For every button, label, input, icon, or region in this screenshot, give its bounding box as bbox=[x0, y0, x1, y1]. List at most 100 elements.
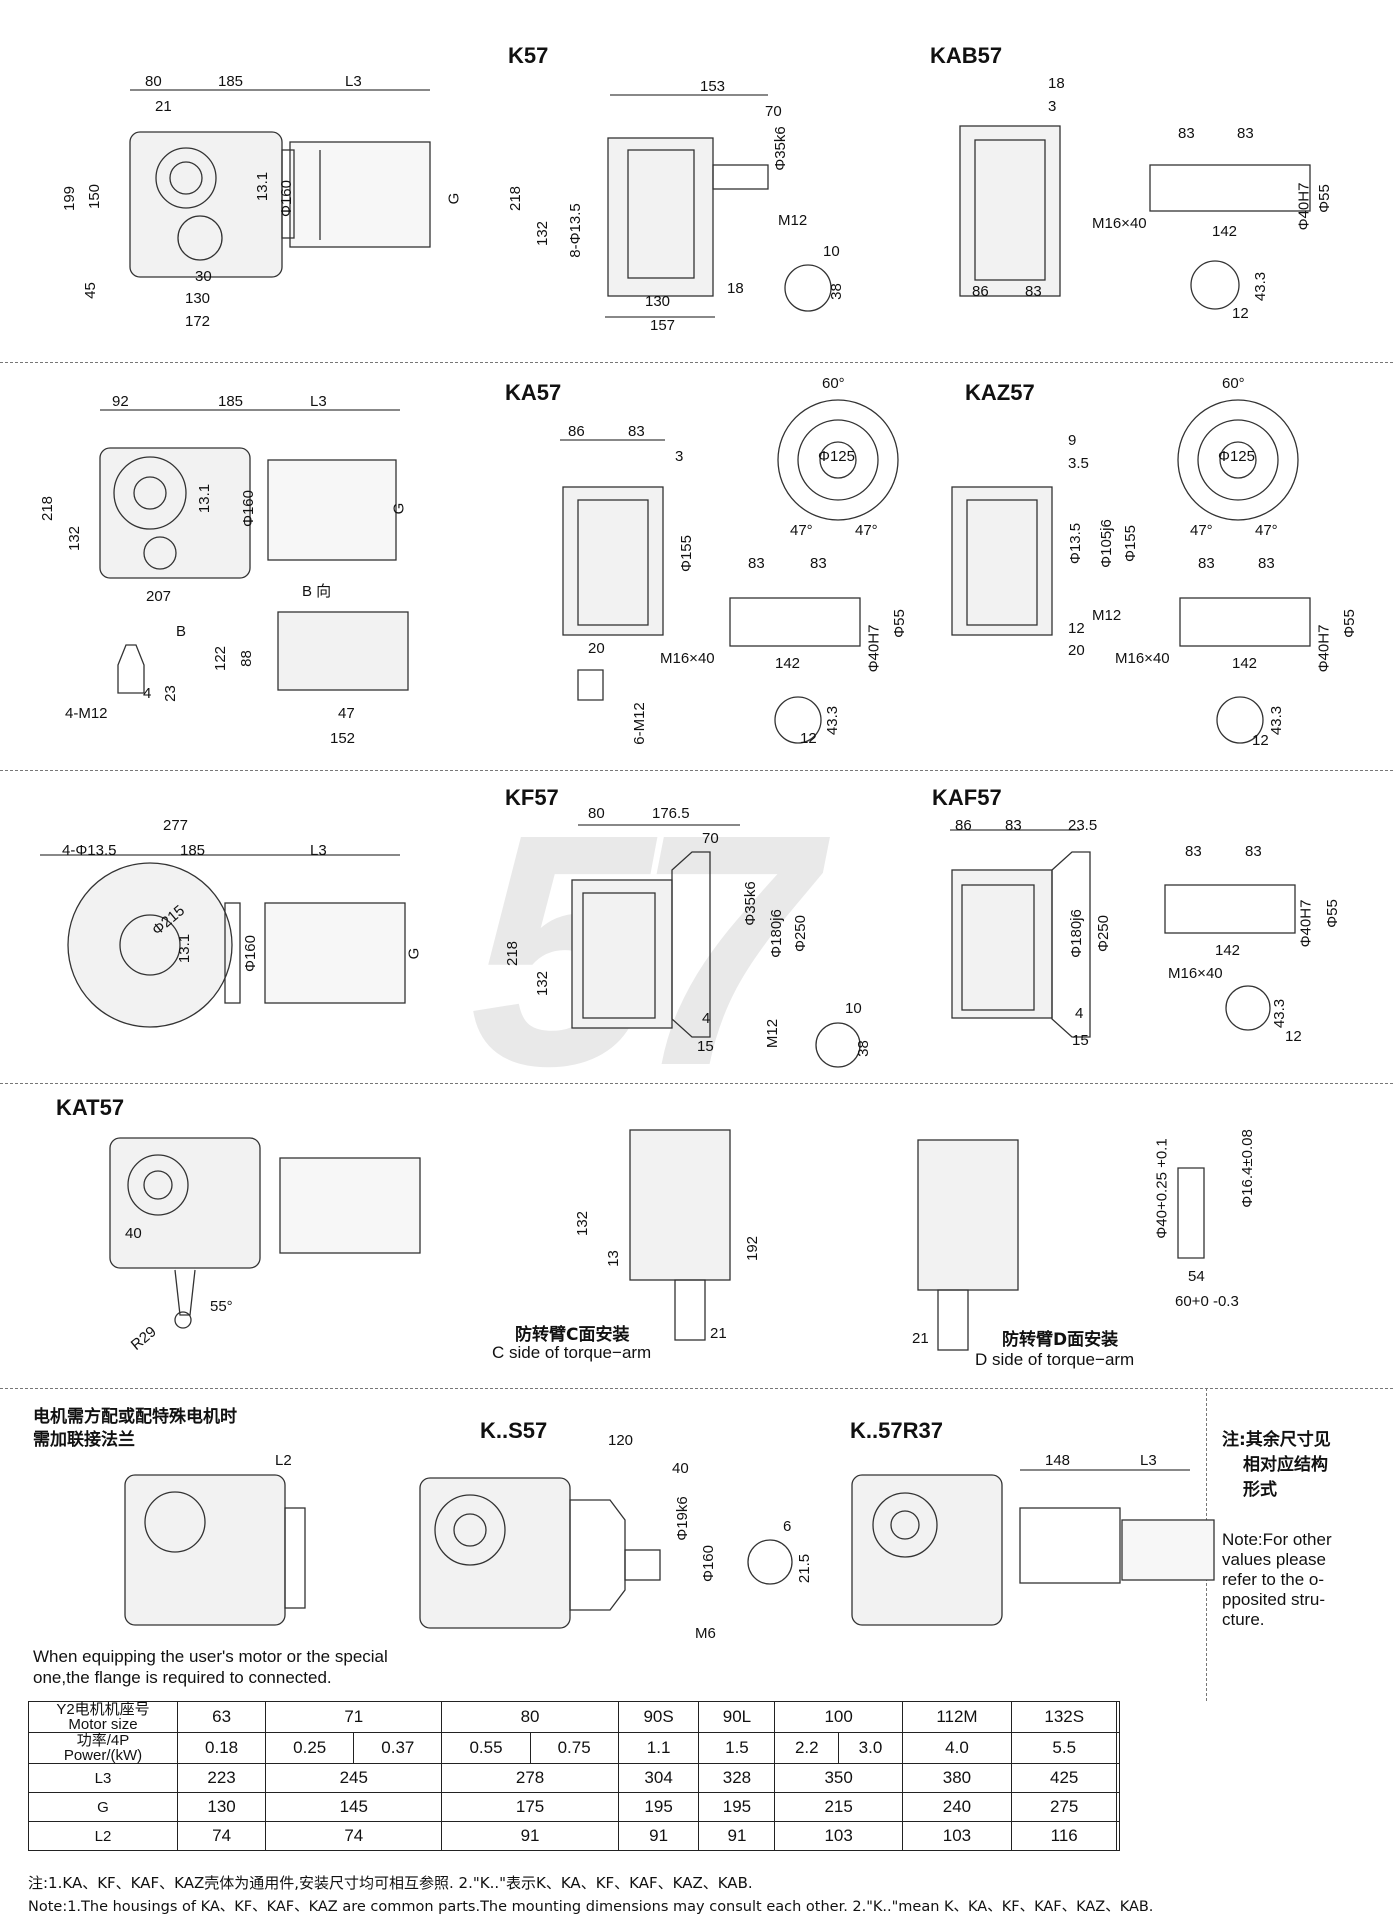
dim: Φ35k6 bbox=[741, 881, 759, 926]
dim: 83 bbox=[810, 555, 827, 572]
note-en-3: refer to the o- bbox=[1222, 1570, 1325, 1589]
dim: 54 bbox=[1188, 1268, 1205, 1285]
dim: Φ40H7 bbox=[1295, 182, 1313, 231]
dim: Φ155 bbox=[1122, 525, 1139, 562]
dim: 142 bbox=[775, 655, 801, 672]
section-separator bbox=[0, 1388, 1393, 1389]
dim: Φ13.5 bbox=[1067, 522, 1085, 565]
table-cell: 71 bbox=[265, 1701, 443, 1733]
kf57-drawing bbox=[67, 862, 406, 1028]
dim: 199 bbox=[61, 185, 79, 212]
ka57-side-drawing bbox=[562, 399, 899, 744]
dim: 18 bbox=[727, 280, 744, 297]
note-en-2: values please bbox=[1222, 1550, 1326, 1569]
dim: M16×40 bbox=[1168, 965, 1223, 982]
dim: 148 bbox=[1045, 1452, 1071, 1469]
table-cell bbox=[1116, 1821, 1120, 1851]
dim: Φ40+0.25 +0.1 bbox=[1153, 1138, 1171, 1239]
dim: 45 bbox=[81, 282, 99, 299]
dim: 38 bbox=[827, 283, 845, 300]
table-cell: 0.37 bbox=[353, 1732, 443, 1764]
section-separator bbox=[0, 770, 1393, 771]
dim: 185 bbox=[180, 842, 206, 859]
title-kaf57: KAF57 bbox=[932, 785, 1002, 810]
dim: 43.3 bbox=[1252, 271, 1270, 302]
dim: 83 bbox=[1185, 843, 1202, 860]
dim: Φ55 bbox=[1323, 899, 1341, 928]
dim: 12 bbox=[1068, 620, 1085, 637]
table-cell: 90S bbox=[617, 1701, 700, 1733]
table-row: L2 74 74 91 91 91 103 103 116 bbox=[28, 1821, 1120, 1851]
title-kaz57: KAZ57 bbox=[965, 380, 1035, 405]
motor-note-cn-1: 电机需方配或配特殊电机时 bbox=[33, 1407, 237, 1427]
dim: 30 bbox=[195, 268, 212, 285]
dim: 176.5 bbox=[652, 805, 690, 822]
table-cell: 0.55 bbox=[441, 1732, 531, 1764]
dim: Φ40H7 bbox=[1297, 899, 1315, 948]
dim: 4 bbox=[143, 685, 152, 702]
dim: Φ155 bbox=[678, 535, 695, 572]
dim: 23.5 bbox=[1068, 817, 1098, 834]
dim: Φ40H7 bbox=[865, 624, 883, 673]
kaf57-side-drawing bbox=[951, 851, 1296, 1038]
dim: 10 bbox=[845, 1000, 862, 1017]
table-cell: 130 bbox=[176, 1792, 267, 1822]
dim: Φ105j6 bbox=[1097, 519, 1115, 568]
dim: M6 bbox=[695, 1625, 716, 1642]
dim: L3 bbox=[345, 73, 362, 90]
table-cell: 425 bbox=[1011, 1763, 1118, 1793]
dim: 21.5 bbox=[796, 1553, 814, 1584]
row-header-l2: L2 bbox=[28, 1821, 178, 1851]
dim: 4 bbox=[1075, 1005, 1084, 1022]
dim: 86 bbox=[955, 817, 972, 834]
table-cell: 103 bbox=[774, 1821, 903, 1851]
dim: 21 bbox=[710, 1325, 727, 1342]
dim: 43.3 bbox=[824, 705, 842, 736]
dim: 142 bbox=[1232, 655, 1258, 672]
dim: 218 bbox=[507, 185, 525, 212]
dim: Φ250 bbox=[1095, 915, 1112, 952]
table-cell: 74 bbox=[176, 1821, 267, 1851]
table-cell bbox=[1116, 1792, 1120, 1822]
title-k57r37: K..57R37 bbox=[850, 1418, 943, 1443]
table-cell: 328 bbox=[698, 1763, 776, 1793]
dim: 12 bbox=[1252, 732, 1269, 749]
table-cell: 100 bbox=[774, 1701, 903, 1733]
dim: 40 bbox=[672, 1460, 689, 1477]
title-ka57: KA57 bbox=[505, 380, 562, 405]
dim: Φ250 bbox=[792, 915, 809, 952]
dim: Φ55 bbox=[1340, 609, 1358, 638]
dim: B 向 bbox=[302, 583, 332, 600]
dim: 3 bbox=[675, 448, 684, 465]
dim: 132 bbox=[574, 1210, 592, 1237]
dim: 172 bbox=[185, 313, 211, 330]
table-cell: 350 bbox=[774, 1763, 903, 1793]
dim: 80 bbox=[145, 73, 162, 90]
dim: Φ180j6 bbox=[1067, 909, 1085, 958]
dim: 3 bbox=[1048, 98, 1057, 115]
table-cell: 112M bbox=[901, 1701, 1013, 1733]
dim: Φ160 bbox=[242, 935, 259, 972]
dim: Φ16.4±0.08 bbox=[1238, 1129, 1256, 1208]
dim: G bbox=[445, 192, 463, 205]
dim: M12 bbox=[778, 212, 808, 229]
table-cell: 91 bbox=[698, 1821, 776, 1851]
dim: Φ55 bbox=[890, 609, 908, 638]
dim: 15 bbox=[1072, 1032, 1089, 1049]
table-cell: 145 bbox=[265, 1792, 443, 1822]
dim: 20 bbox=[588, 640, 605, 657]
table-cell: 63 bbox=[176, 1701, 267, 1733]
dim: Φ40H7 bbox=[1315, 624, 1333, 673]
dim: 12 bbox=[800, 730, 817, 747]
table-cell: 175 bbox=[441, 1792, 619, 1822]
dim: M12 bbox=[1092, 607, 1122, 624]
d-side-caption-cn: 防转臂D面安装 bbox=[1002, 1330, 1119, 1350]
dim: 23 bbox=[161, 685, 179, 702]
dim: 40 bbox=[125, 1225, 142, 1242]
table-cell: 240 bbox=[901, 1792, 1013, 1822]
note-cn-2: 相对应结构 bbox=[1243, 1455, 1328, 1475]
dim: 70 bbox=[702, 830, 719, 847]
k57-gearbox-drawing bbox=[129, 131, 431, 278]
